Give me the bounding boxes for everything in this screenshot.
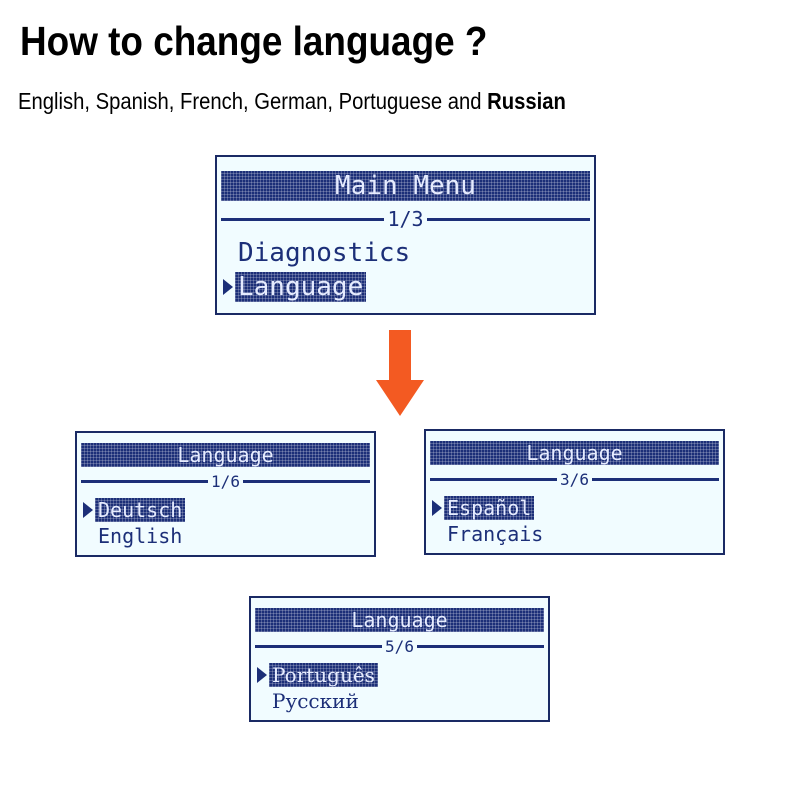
menu-item-label: Diagnostics: [238, 238, 411, 268]
menu-item-diagnostics[interactable]: Diagnostics: [223, 237, 588, 269]
language-item-label: Русский: [272, 689, 359, 713]
triangle-right-icon: [83, 502, 93, 518]
language-item-portugues[interactable]: Português: [257, 662, 542, 688]
page-indicator: 3/6: [430, 469, 719, 489]
separator-line: [430, 477, 558, 481]
menu-item-language[interactable]: Language: [223, 271, 588, 303]
triangle-right-icon: [223, 279, 233, 295]
page-indicator: 1/3: [221, 207, 590, 231]
language-item-label: Español: [444, 496, 534, 520]
cursor-icon: [83, 528, 93, 544]
separator-line: [591, 477, 719, 481]
page-indicator: 1/6: [81, 471, 370, 491]
subtitle-text: English, Spanish, French, German, Portug…: [18, 88, 488, 114]
arrow-down-icon: [376, 330, 424, 416]
triangle-right-icon: [432, 500, 442, 516]
separator-line: [255, 644, 383, 648]
language-item-label: Deutsch: [95, 498, 185, 522]
language-item-deutsch[interactable]: Deutsch: [83, 497, 368, 523]
cursor-icon: [432, 526, 442, 542]
language-screen-page-5: Language 5/6 Português Русский: [249, 596, 550, 722]
language-item-label: Français: [447, 522, 544, 546]
page-title: How to change language ?: [20, 18, 488, 64]
language-item-label: English: [98, 524, 183, 548]
page-indicator: 5/6: [255, 636, 544, 656]
language-item-english[interactable]: English: [83, 523, 368, 549]
language-screen-page-3: Language 3/6 Español Français: [424, 429, 725, 555]
main-menu-screen: Main Menu 1/3 Diagnostics Language: [215, 155, 596, 315]
screen-header: Language: [255, 608, 544, 632]
language-item-label: Português: [269, 663, 378, 687]
screen-header: Language: [430, 441, 719, 465]
separator-line: [221, 217, 385, 221]
cursor-icon: [257, 693, 267, 709]
screen-header: Language: [81, 443, 370, 467]
page-number: 1/3: [387, 207, 424, 231]
separator-line: [242, 479, 370, 483]
page-number: 1/6: [211, 471, 240, 491]
language-item-espanol[interactable]: Español: [432, 495, 717, 521]
subtitle-highlight: Russian: [487, 88, 566, 114]
screen-header: Main Menu: [221, 171, 590, 201]
triangle-right-icon: [257, 667, 267, 683]
language-item-russian[interactable]: Русский: [257, 688, 542, 714]
language-screen-page-1: Language 1/6 Deutsch English: [75, 431, 376, 557]
separator-line: [426, 217, 590, 221]
language-item-francais[interactable]: Français: [432, 521, 717, 547]
cursor-icon: [223, 245, 233, 261]
page-number: 5/6: [385, 636, 414, 656]
menu-item-label: Language: [235, 272, 366, 302]
separator-line: [416, 644, 544, 648]
page-subtitle: English, Spanish, French, German, Portug…: [18, 88, 566, 115]
page-number: 3/6: [560, 469, 589, 489]
separator-line: [81, 479, 209, 483]
